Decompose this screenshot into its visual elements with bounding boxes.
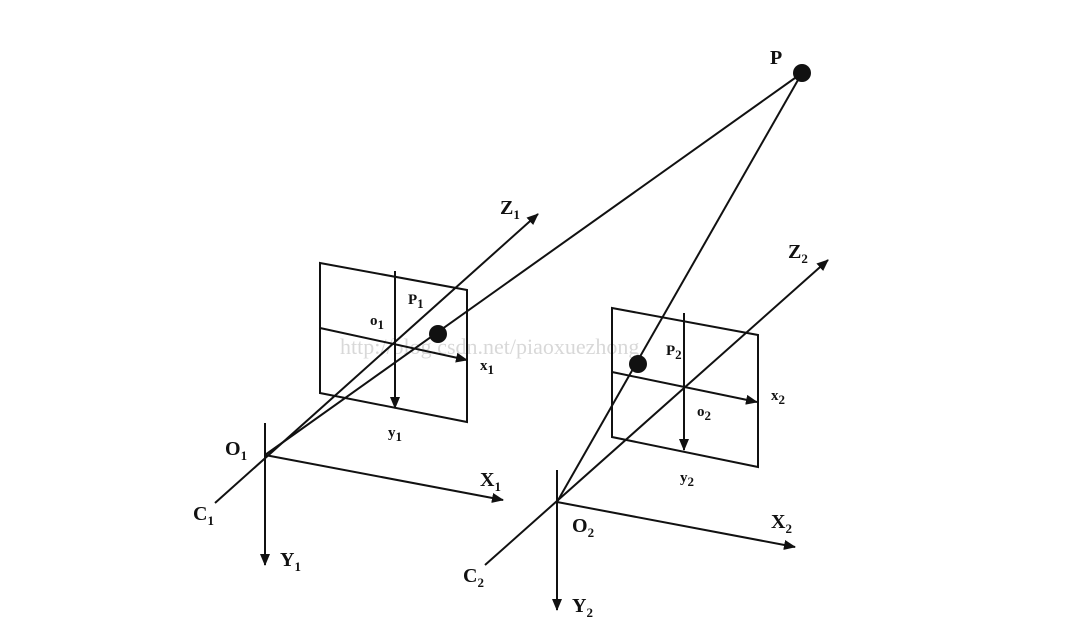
z2-axis xyxy=(484,259,829,566)
X1-axis xyxy=(264,454,504,503)
ray-O1-P xyxy=(264,72,803,456)
label-O2: O2 xyxy=(572,515,594,540)
label-x1: x1 xyxy=(480,358,494,377)
label-X1: X1 xyxy=(480,469,501,494)
point-p1 xyxy=(429,325,447,343)
point-p2 xyxy=(629,355,647,373)
label-P2: P2 xyxy=(666,343,682,362)
camera-1 xyxy=(214,72,803,566)
label-C2: C2 xyxy=(463,565,484,590)
watermark: http://blog.csdn.net/piaoxuezhong xyxy=(340,334,639,359)
label-Z1: Z1 xyxy=(500,197,520,222)
label-y2: y2 xyxy=(680,470,694,489)
label-o1: o1 xyxy=(370,313,384,332)
label-o2: o2 xyxy=(697,404,711,423)
image-plane-1 xyxy=(319,261,468,424)
label-y1: y1 xyxy=(388,425,402,444)
camera-2 xyxy=(484,72,829,611)
label-O1: O1 xyxy=(225,438,247,463)
label-x2: x2 xyxy=(771,388,785,407)
image-plane-2 xyxy=(611,306,759,469)
point-P xyxy=(793,64,811,82)
label-P1: P1 xyxy=(408,292,424,311)
label-Y2: Y2 xyxy=(572,595,593,620)
X2-axis xyxy=(556,501,796,550)
label-Z2: Z2 xyxy=(788,241,808,266)
label-P: P xyxy=(770,47,782,69)
label-C1: C1 xyxy=(193,503,214,528)
label-X2: X2 xyxy=(771,511,792,536)
label-Y1: Y1 xyxy=(280,549,301,574)
ray-O2-P xyxy=(556,72,803,503)
